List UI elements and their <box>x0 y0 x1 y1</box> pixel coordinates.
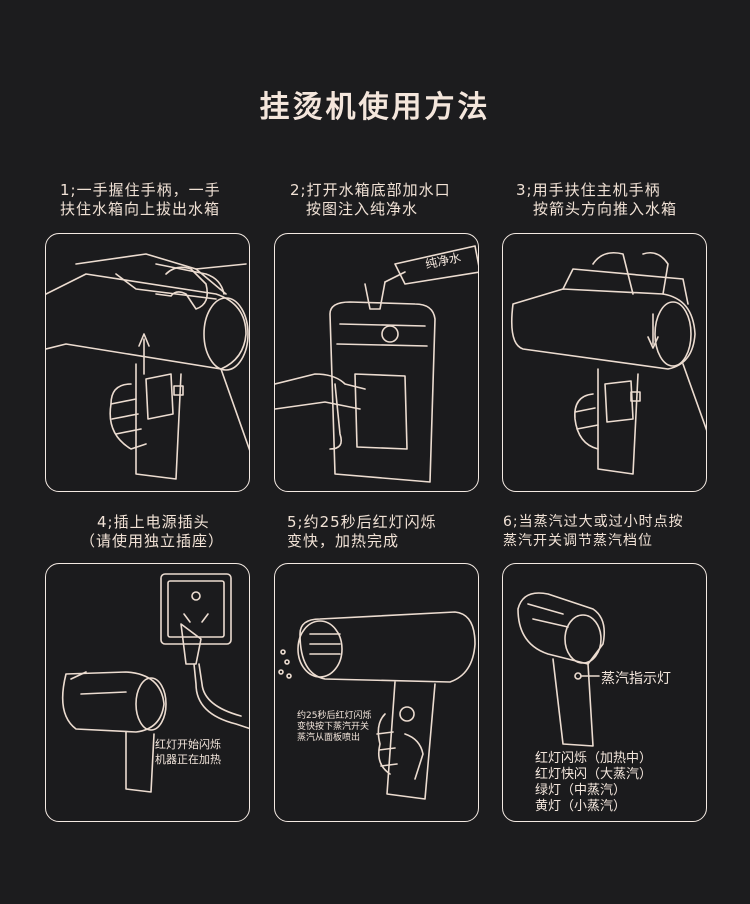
legend-item-green: 绿灯（中蒸汽） <box>535 783 627 798</box>
flash-note-line2: 变快按下蒸汽开关 <box>297 722 370 732</box>
step-2-line2: 按图注入纯净水 <box>306 200 419 218</box>
step-6-illustration: 蒸汽指示灯 红灯闪烁（加热中） 红灯快闪（大蒸汽） 绿灯（中蒸汽） 黄灯（小蒸汽… <box>502 563 707 822</box>
legend-item-red-fast: 红灯快闪（大蒸汽） <box>535 767 653 782</box>
heating-note: 红灯开始闪烁 机器正在加热 <box>155 737 221 767</box>
step-2-illustration: 纯净水 <box>274 233 479 492</box>
step-4-illustration: 红灯开始闪烁 机器正在加热 <box>45 563 250 822</box>
step-5-illustration: 约25秒后红灯闪烁 变快按下蒸汽开关 蒸汽从面板喷出 <box>274 563 479 822</box>
step-4-line1: 4;插上电源插头 <box>97 513 210 531</box>
step-4-line2: （请使用独立插座） <box>80 532 225 550</box>
step-3-line1: 3;用手扶住主机手柄 <box>516 181 661 199</box>
flash-note-line3: 蒸汽从面板喷出 <box>297 733 361 743</box>
step-5-line2: 变快，加热完成 <box>287 532 400 550</box>
step-2-caption: 2;打开水箱底部加水口 按图注入纯净水 <box>290 181 451 219</box>
legend-item-yellow: 黄灯（小蒸汽） <box>535 799 627 814</box>
legend-item-red-flash: 红灯闪烁（加热中） <box>535 751 653 766</box>
step-3-caption: 3;用手扶住主机手柄 按箭头方向推入水箱 <box>516 181 677 219</box>
step-1-line1: 1;一手握住手柄，一手 <box>60 181 221 199</box>
step-1-illustration <box>45 233 250 492</box>
step-6-caption: 6;当蒸汽过大或过小时点按 蒸汽开关调节蒸汽档位 <box>503 513 684 551</box>
step-6-line2: 蒸汽开关调节蒸汽档位 <box>503 533 653 549</box>
step-6-line1: 6;当蒸汽过大或过小时点按 <box>503 514 684 530</box>
steam-indicator-label: 蒸汽指示灯 <box>601 671 671 687</box>
heating-note-line2: 机器正在加热 <box>155 753 221 766</box>
step-1-caption: 1;一手握住手柄，一手 扶住水箱向上拔出水箱 <box>60 181 221 219</box>
flash-note-line1: 约25秒后红灯闪烁 <box>297 711 372 721</box>
step-2-line1: 2;打开水箱底部加水口 <box>290 181 451 199</box>
steam-light-legend: 红灯闪烁（加热中） 红灯快闪（大蒸汽） 绿灯（中蒸汽） 黄灯（小蒸汽） <box>535 751 652 815</box>
step-4-caption: 4;插上电源插头 （请使用独立插座） <box>80 513 224 551</box>
step-3-line2: 按箭头方向推入水箱 <box>533 200 678 218</box>
flash-note: 约25秒后红灯闪烁 变快按下蒸汽开关 蒸汽从面板喷出 <box>297 711 371 744</box>
step-1-line2: 扶住水箱向上拔出水箱 <box>60 200 221 218</box>
step-5-line1: 5;约25秒后红灯闪烁 <box>287 513 437 531</box>
heating-note-line1: 红灯开始闪烁 <box>155 738 221 751</box>
step-5-caption: 5;约25秒后红灯闪烁 变快，加热完成 <box>287 513 437 551</box>
step-3-illustration <box>502 233 707 492</box>
page-title: 挂烫机使用方法 <box>259 90 491 125</box>
